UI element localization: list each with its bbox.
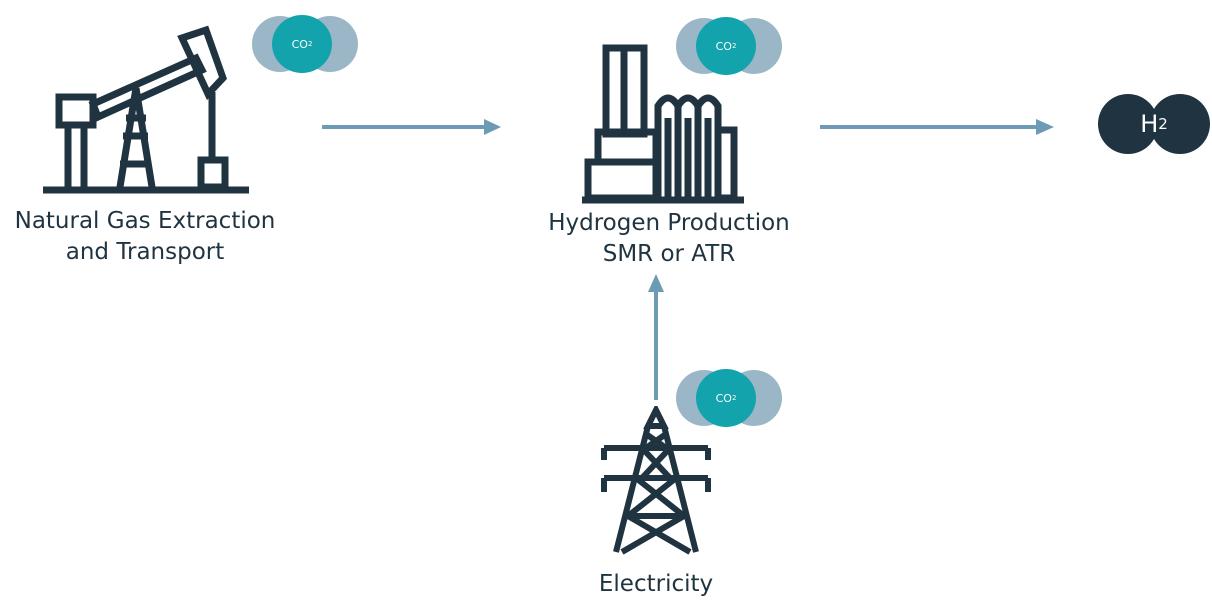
industrial-plant-icon — [582, 44, 744, 204]
hydrogen-production-label: Hydrogen Production SMR or ATR — [548, 210, 790, 267]
arrow-electricity-to-production — [648, 274, 664, 400]
power-pylon-icon — [601, 406, 711, 555]
gas-extraction-label: Natural Gas Extraction and Transport — [14, 208, 276, 265]
arrow-production-to-h2 — [820, 119, 1054, 135]
oil-pump-jack-icon — [43, 25, 249, 194]
arrow-gas-to-production — [322, 119, 501, 135]
electricity-label: Electricity — [598, 571, 714, 597]
